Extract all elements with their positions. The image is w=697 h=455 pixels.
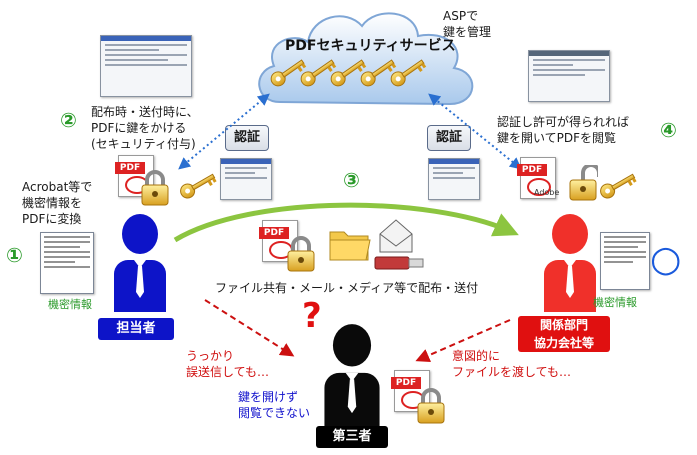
step-4-line2: 鍵を開いてPDFを閲覧 (497, 131, 617, 145)
padlock-icon (416, 388, 446, 424)
step-1-number: ① (6, 243, 23, 267)
step-1-line1: Acrobat等で (22, 180, 93, 194)
confidential-label-left: 機密情報 (48, 298, 92, 311)
step-3-number: ③ (343, 168, 360, 192)
padlock-icon (286, 236, 316, 272)
confidential-document-left (40, 232, 94, 294)
step-2-line3: (セキュリティ付与) (91, 137, 196, 151)
envelope-icon (379, 219, 413, 253)
adobe-label: Adobe (534, 188, 560, 197)
asp-note-line2: 鍵を管理 (443, 25, 492, 39)
usb-drive-icon (374, 256, 424, 270)
step-2-number: ② (60, 108, 77, 132)
auth-dialog-left (220, 158, 272, 200)
result-line2: 閲覧できない (238, 406, 311, 420)
question-mark: ? (302, 296, 322, 336)
result-line1: 鍵を開けず (238, 390, 299, 404)
step-1-line3: PDFに変換 (22, 212, 82, 226)
receiver-label-line2: 協力会社等 (518, 334, 610, 352)
folder-icon (329, 231, 371, 261)
service-screenshot-left (100, 35, 192, 97)
viewer-screenshot-right (528, 50, 610, 102)
step-4-line1: 認証し許可が得られれば (497, 115, 630, 129)
receiver-person-icon (540, 212, 600, 312)
warning-left-line2: 誤送信しても… (186, 365, 270, 379)
receiver-label-line1: 関係部門 (518, 316, 610, 334)
pdf-file-icon: PDF (517, 157, 556, 199)
ok-mark: ○ (650, 239, 682, 280)
third-party-label: 第三者 (316, 426, 388, 448)
step-3-text: ファイル共有・メール・メディア等で配布・送付 (215, 281, 479, 295)
sender-person-icon (110, 212, 170, 312)
step-2-line1: 配布時・送付時に、 (91, 105, 199, 119)
open-padlock-icon (568, 165, 598, 201)
warning-right-line2: ファイルを渡しても… (452, 365, 572, 379)
warning-right-line1: 意図的に (452, 349, 501, 363)
auth-dialog-right (428, 158, 480, 200)
confidential-label-right: 機密情報 (593, 296, 637, 309)
confidential-document-right (600, 232, 650, 290)
warning-left-line1: うっかり (186, 349, 235, 363)
step-1-line2: 機密情報を (22, 196, 83, 210)
cloud-title: PDFセキュリティサービス (285, 38, 456, 54)
step-4-number: ④ (660, 118, 677, 142)
padlock-icon (140, 170, 170, 206)
step-2-line2: PDFに鍵をかける (91, 121, 187, 135)
asp-note-line1: ASPで (443, 9, 479, 23)
third-party-person-icon (320, 322, 384, 428)
sender-label: 担当者 (98, 318, 174, 340)
